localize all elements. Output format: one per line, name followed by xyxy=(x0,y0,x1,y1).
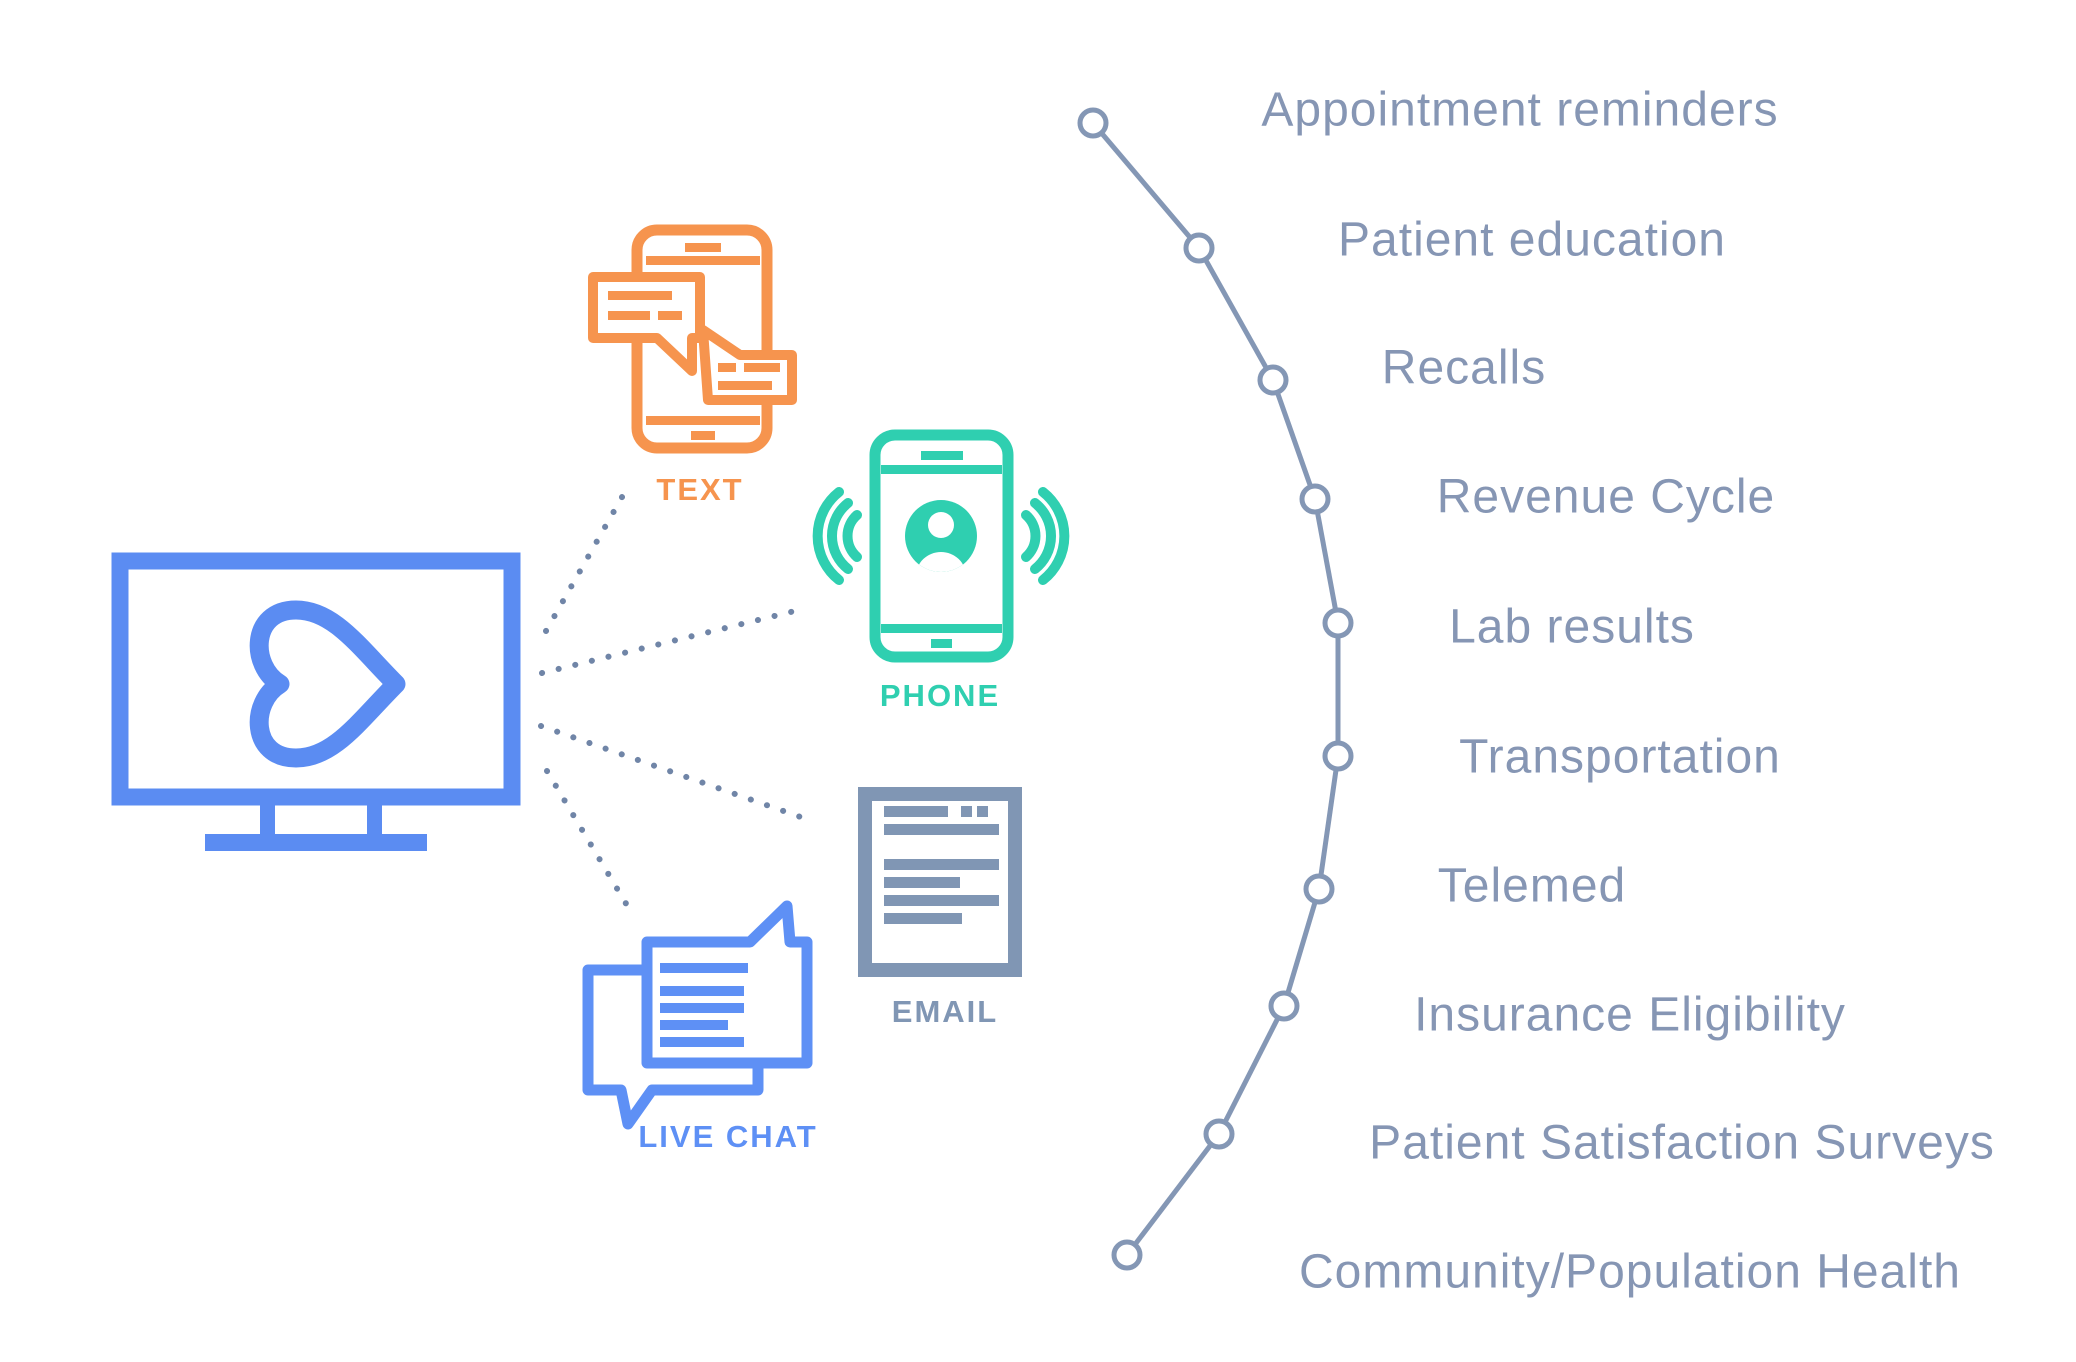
monitor-heart-icon xyxy=(111,552,521,851)
service-label-5: Transportation xyxy=(1459,730,1781,784)
text-phone-speaker xyxy=(685,243,721,252)
email-text-line xyxy=(884,877,960,888)
phone-home-bar xyxy=(931,639,952,648)
dotted-connector-text xyxy=(543,480,633,634)
arc-segment xyxy=(1091,121,1201,250)
dotted-connector-email xyxy=(538,723,815,824)
services-arc xyxy=(1077,107,1354,1271)
arc-node xyxy=(1268,990,1300,1022)
email-text-line xyxy=(884,895,999,906)
email-channel-label: EMAIL xyxy=(891,994,999,1029)
arc-segment xyxy=(1216,1004,1287,1136)
email-text-line xyxy=(884,806,948,817)
live-chat-channel-label: LIVE CHAT xyxy=(638,1119,818,1154)
service-label-9: Community/Population Health xyxy=(1299,1245,1961,1299)
dotted-connector-live_chat xyxy=(544,768,634,915)
speech-bubble-left xyxy=(588,272,705,376)
service-label-0: Appointment reminders xyxy=(1261,83,1779,137)
text-phone-bottom-divider xyxy=(646,416,760,425)
dotted-connectors xyxy=(538,480,815,915)
arc-node xyxy=(1077,107,1109,139)
service-label-8: Patient Satisfaction Surveys xyxy=(1369,1116,1995,1170)
arc-node xyxy=(1183,232,1215,264)
email-text-line xyxy=(884,824,999,835)
bubble-text-line xyxy=(608,311,650,320)
text-channel-label: TEXT xyxy=(656,472,744,507)
service-label-2: Recalls xyxy=(1381,341,1547,395)
ringing-phone-icon xyxy=(812,429,1070,663)
arc-node xyxy=(1257,364,1289,396)
arc-node xyxy=(1303,873,1335,905)
ring-waves-right xyxy=(1021,487,1070,585)
arc-segment xyxy=(1196,246,1276,382)
chat-text-lines xyxy=(660,963,748,1047)
avatar-shoulders xyxy=(916,552,966,572)
avatar-head xyxy=(928,512,954,538)
heart-icon xyxy=(249,600,406,768)
ring-waves-left xyxy=(812,487,862,585)
email-text-dot xyxy=(977,806,988,817)
arc-segment xyxy=(1281,888,1322,1007)
email-text-line xyxy=(884,913,962,924)
arc-segment xyxy=(1312,498,1341,624)
bubble-text-line xyxy=(658,311,682,320)
email-document-icon xyxy=(858,787,1022,977)
service-label-1: Patient education xyxy=(1338,213,1726,267)
arc-segment xyxy=(1270,379,1318,500)
monitor-screen xyxy=(111,552,521,806)
service-label-7: Insurance Eligibility xyxy=(1414,988,1846,1042)
phone-speaker xyxy=(921,451,963,460)
bubble-text-line xyxy=(718,363,736,372)
arc-node xyxy=(1203,1118,1235,1150)
arc-node xyxy=(1322,740,1354,772)
text-message-phone-icon xyxy=(588,224,797,454)
email-document xyxy=(858,787,1022,977)
monitor-leg-right xyxy=(367,805,382,836)
bubble-text-line xyxy=(608,291,672,300)
monitor-base xyxy=(205,834,427,851)
live-chat-bubbles-icon xyxy=(582,900,813,1130)
service-label-3: Revenue Cycle xyxy=(1436,470,1776,524)
service-label-4: Lab results xyxy=(1449,600,1695,654)
arc-segment xyxy=(1316,755,1341,890)
email-text-dot xyxy=(961,806,972,817)
arc-node xyxy=(1322,607,1354,639)
text-phone-home-bar xyxy=(691,431,715,440)
arc-segment xyxy=(1125,1132,1221,1257)
service-label-6: Telemed xyxy=(1437,859,1627,913)
phone-top-divider xyxy=(881,465,1002,474)
bubble-text-line xyxy=(718,381,772,390)
bubble-text-line xyxy=(744,363,780,372)
monitor-leg-left xyxy=(260,805,275,836)
phone-body xyxy=(869,429,1014,663)
text-phone-top-divider xyxy=(646,256,760,265)
arc-node xyxy=(1111,1239,1143,1271)
phone-bottom-divider xyxy=(881,624,1002,633)
phone-channel-label: PHONE xyxy=(879,678,1001,713)
dotted-connector-phone xyxy=(539,605,810,676)
arc-node xyxy=(1299,483,1331,515)
email-text-line xyxy=(884,859,999,870)
